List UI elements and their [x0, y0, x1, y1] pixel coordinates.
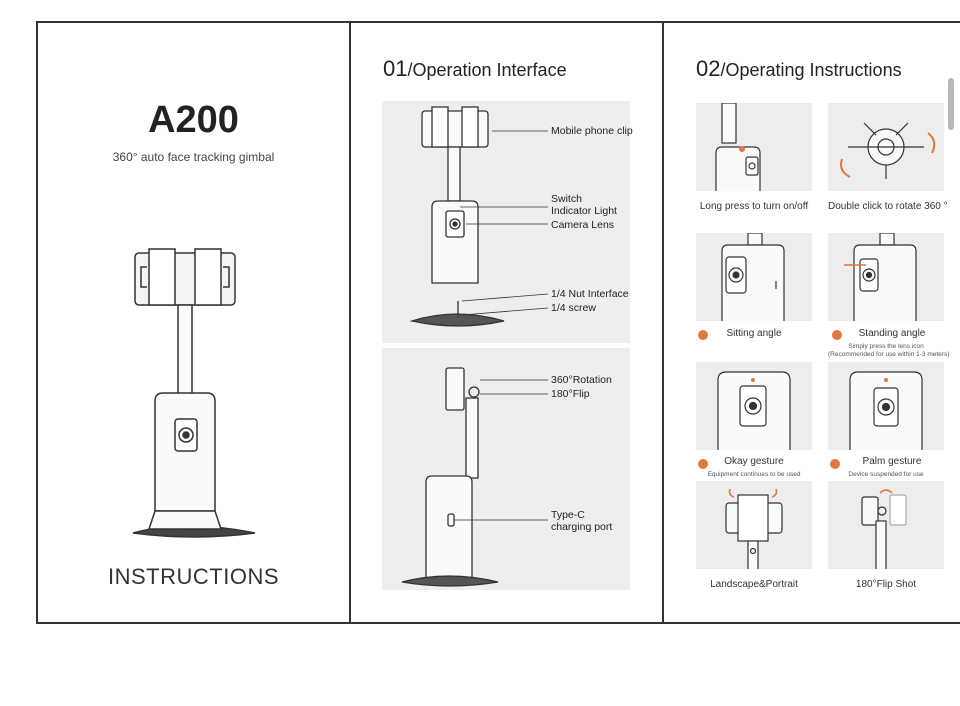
panel-divider-1: [349, 21, 351, 624]
palm-gesture-icon: [830, 459, 840, 469]
interface-diagram-bottom: [382, 348, 630, 590]
tile-okay: [696, 362, 812, 450]
caption-power: Long press to turn on/off: [699, 201, 809, 212]
panel-divider-2: [662, 21, 664, 624]
tile-standing: [828, 233, 944, 321]
gimbal-side-diagram: [401, 367, 548, 587]
section1-number: 01: [383, 56, 408, 81]
label-phone-clip: Mobile phone clip: [551, 125, 633, 137]
landscape-portrait-illustration: [725, 488, 783, 569]
caption-rotate: Double click to rotate 360 °: [828, 201, 948, 212]
power-button-illustration: [715, 103, 761, 191]
standing-illustration: [844, 233, 917, 321]
standing-icon: [832, 330, 842, 340]
label-typec: Type-C: [551, 509, 585, 521]
caption-palm: Palm gesture: [862, 456, 922, 467]
section2-number: 02: [696, 56, 721, 81]
sitting-icon: [698, 330, 708, 340]
sitting-illustration: [721, 233, 785, 321]
okay-gesture-icon: [698, 459, 708, 469]
note-standing: Simply press the lens icon: [848, 343, 924, 350]
section1-heading: 01/Operation Interface: [383, 56, 567, 82]
product-subtitle: 360° auto face tracking gimbal: [112, 150, 275, 164]
gimbal-front-diagram: [409, 106, 549, 327]
tile-palm: [828, 362, 944, 450]
rotate-illustration: [840, 122, 936, 179]
product-title: A200: [148, 99, 239, 141]
label-flip: 180°Flip: [551, 388, 590, 400]
section2-title: /Operating Instructions: [720, 60, 902, 80]
section2-heading: 02/Operating Instructions: [696, 56, 902, 82]
label-screw: 1/4 screw: [551, 302, 596, 314]
caption-okay: Okay gesture: [724, 456, 784, 467]
cover-panel: A200 360° auto face tracking gimbal INST…: [37, 21, 350, 624]
label-nut-interface: 1/4 Nut Interface: [551, 288, 629, 300]
caption-flip: 180°Flip Shot: [855, 579, 917, 590]
operation-interface-panel: 01/Operation Interface Mobile phone clip…: [351, 21, 662, 624]
note-standing-2: (Recommended for use within 1-3 meters): [828, 351, 950, 358]
label-indicator-light: Indicator Light: [551, 205, 617, 217]
okay-gesture-illustration: [717, 371, 791, 450]
section1-title: /Operation Interface: [407, 60, 567, 80]
instruction-sheet: [36, 21, 960, 624]
note-okay: Equipment continues to be used: [707, 471, 801, 478]
note-palm: Device suspended for use: [848, 471, 924, 478]
instructions-heading: INSTRUCTIONS: [108, 564, 279, 589]
label-charging-port: charging port: [551, 521, 613, 533]
caption-standing: Standing angle: [858, 328, 926, 339]
palm-gesture-illustration: [849, 371, 923, 450]
flip-shot-illustration: [861, 489, 907, 569]
tile-power: [696, 103, 812, 191]
scrollbar-thumb[interactable]: [948, 78, 954, 130]
tile-landscape: [696, 481, 812, 569]
label-rotation: 360°Rotation: [551, 374, 612, 386]
label-switch: Switch: [551, 193, 582, 205]
label-camera-lens: Camera Lens: [551, 219, 615, 231]
tile-sitting: [696, 233, 812, 321]
tile-rotate: [828, 103, 944, 191]
caption-landscape: Landscape&Portrait: [710, 579, 798, 590]
caption-sitting: Sitting angle: [726, 328, 782, 339]
operating-instructions-panel: 02/Operating Instructions Long press to …: [664, 21, 960, 624]
tile-flip: [828, 481, 944, 569]
gimbal-illustration: [132, 248, 256, 538]
